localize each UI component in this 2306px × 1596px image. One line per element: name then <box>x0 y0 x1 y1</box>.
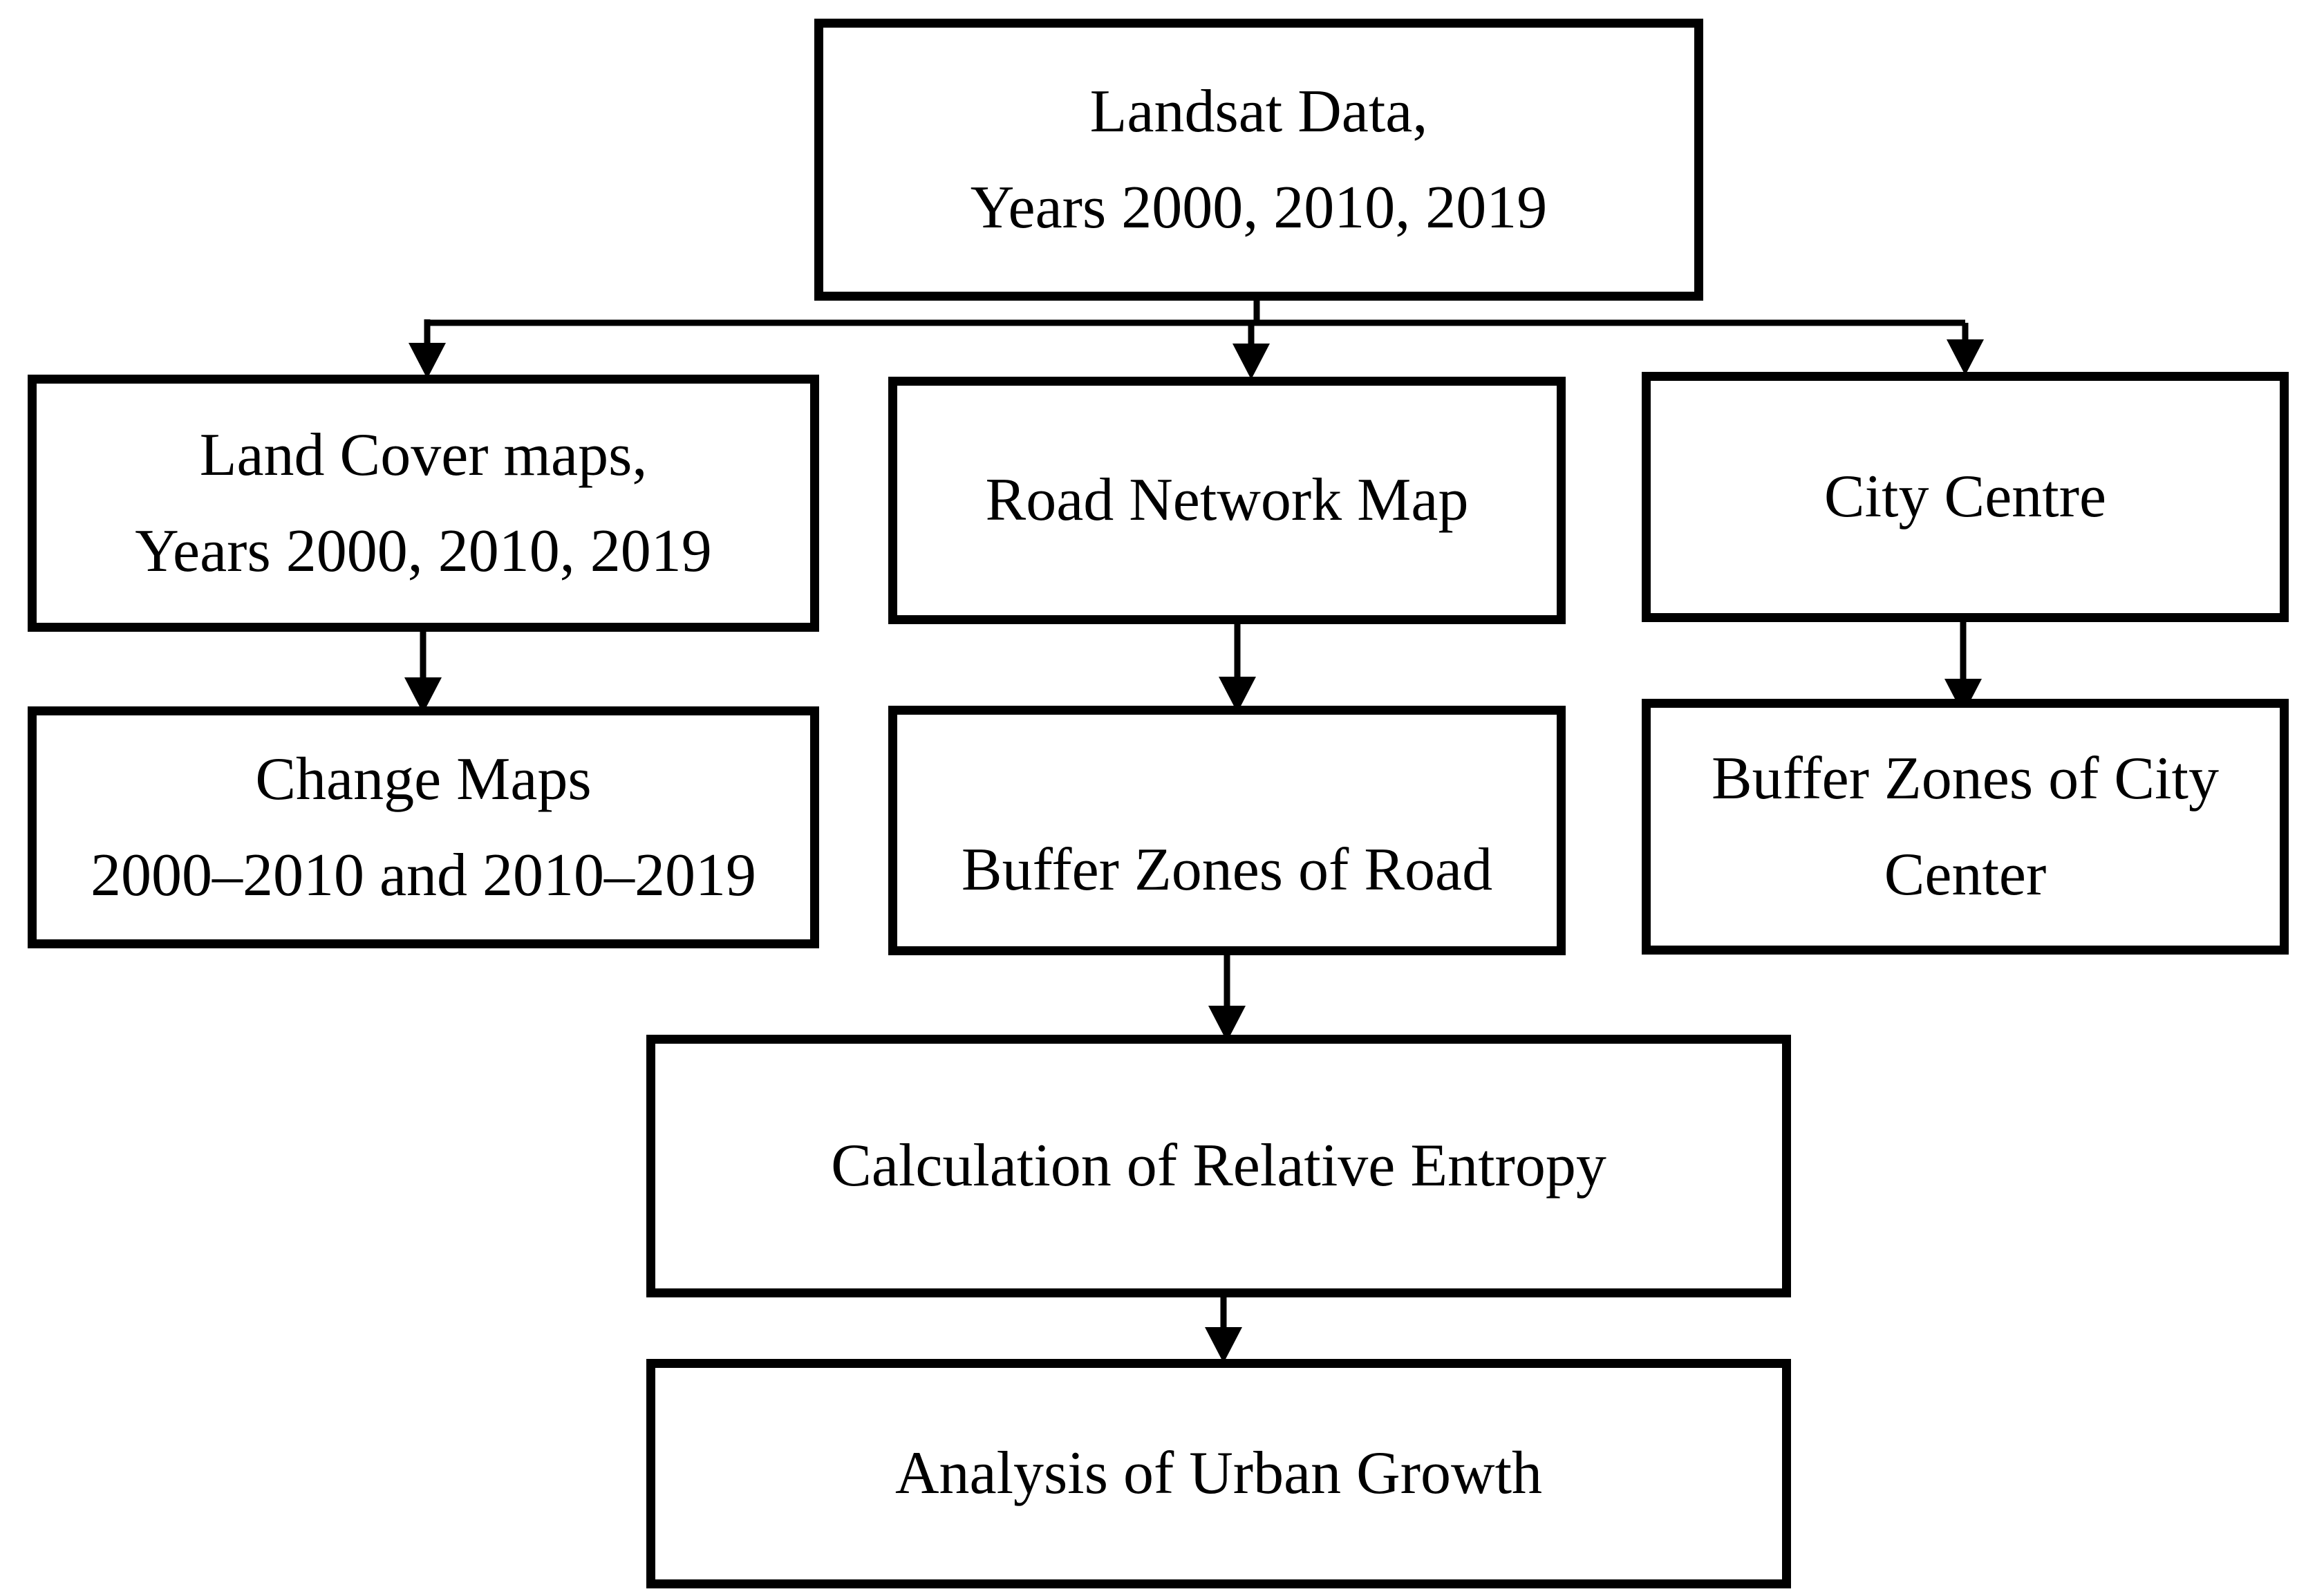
node-text-line: 2000–2010 and 2010–2019 <box>90 842 757 909</box>
node-text-line: Analysis of Urban Growth <box>894 1440 1543 1508</box>
node-analysis-of-urban-growth: Analysis of Urban Growth <box>646 1359 1791 1588</box>
arrow-calculation-to-analysis <box>1205 1296 1242 1363</box>
node-text-line: Calculation of Relative Entropy <box>831 1132 1606 1200</box>
arrow-landsat-to-citycentre <box>1947 323 1984 375</box>
node-text-line: Center <box>1884 841 2047 908</box>
arrow-landsat-to-roadnetwork <box>1232 323 1270 379</box>
node-text-line: Change Maps <box>255 745 592 813</box>
node-landsat-data: Landsat Data, Years 2000, 2010, 2019 <box>814 19 1703 301</box>
node-city-centre: City Centre <box>1642 372 2289 622</box>
node-buffer-zones-of-city-center: Buffer Zones of City Center <box>1642 699 2289 955</box>
node-text-line: Years 2000, 2010, 2019 <box>970 174 1548 241</box>
arrow-landcover-to-changemaps <box>404 628 442 713</box>
node-text-line: Buffer Zones of Road <box>961 836 1493 904</box>
node-text-line: Road Network Map <box>985 467 1469 534</box>
arrow-landsat-to-landcover <box>409 319 446 379</box>
node-buffer-zones-of-road: Buffer Zones of Road <box>888 706 1566 955</box>
node-text-line: Buffer Zones of City <box>1711 744 2220 812</box>
node-text-line: Landsat Data, <box>1089 77 1428 145</box>
node-text-line: City Centre <box>1824 463 2107 531</box>
arrow-bufferroad-to-calculation <box>1208 954 1246 1042</box>
arrow-roadnetwork-to-bufferroad <box>1219 623 1256 713</box>
node-calculation-of-relative-entropy: Calculation of Relative Entropy <box>646 1035 1791 1297</box>
node-text-line: Years 2000, 2010, 2019 <box>135 518 712 585</box>
node-land-cover-maps: Land Cover maps, Years 2000, 2010, 2019 <box>28 375 819 632</box>
node-text-line: Land Cover maps, <box>199 421 648 489</box>
node-change-maps: Change Maps 2000–2010 and 2010–2019 <box>28 706 819 948</box>
node-road-network-map: Road Network Map <box>888 377 1566 624</box>
